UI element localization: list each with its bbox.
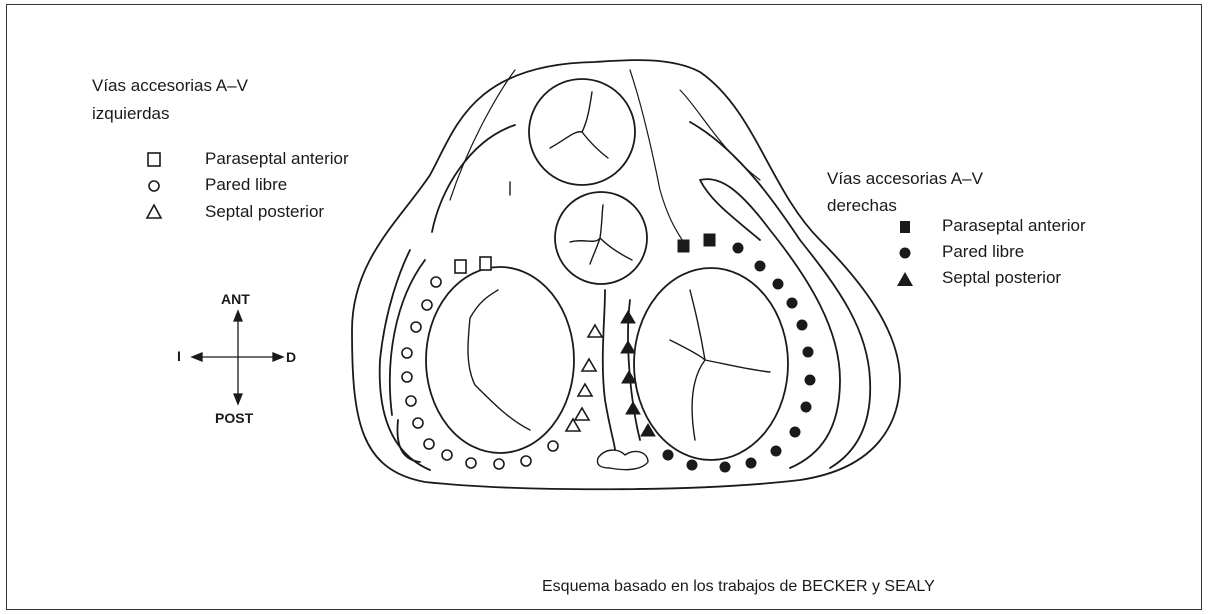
mitral-valve: [426, 267, 574, 453]
right-free-wall-marker: [733, 243, 743, 253]
right-septal-posterior-marker: [621, 311, 635, 323]
right-septal-posterior-marker: [621, 341, 635, 353]
left-free-wall-marker: [424, 439, 434, 449]
right-free-wall-marker: [790, 427, 800, 437]
left-free-wall-marker: [413, 418, 423, 428]
heart-inner-outline: [380, 122, 871, 470]
right-free-wall-marker: [787, 298, 797, 308]
right-free-wall-marker: [720, 462, 730, 472]
figure-caption: Esquema basado en los trabajos de BECKER…: [542, 577, 935, 597]
right-paraseptal-anterior-marker: [678, 240, 689, 252]
left-free-wall-marker: [402, 348, 412, 358]
right-free-wall-marker: [663, 450, 673, 460]
right-free-wall-marker: [803, 347, 813, 357]
right-free-wall-marker: [687, 460, 697, 470]
aortic-valve: [555, 192, 647, 284]
left-paraseptal-anterior-marker: [455, 260, 466, 273]
right-free-wall-marker: [801, 402, 811, 412]
right-free-wall-marker: [797, 320, 807, 330]
left-septal-posterior-marker: [575, 408, 589, 420]
left-septal-posterior-marker: [588, 325, 602, 337]
right-septal-posterior-marker: [626, 402, 640, 414]
right-free-wall-marker: [773, 279, 783, 289]
right-paraseptal-anterior-marker: [704, 234, 715, 246]
left-paraseptal-anterior-marker: [480, 257, 491, 270]
left-free-wall-marker: [494, 459, 504, 469]
left-free-wall-marker: [411, 322, 421, 332]
left-free-wall-marker: [406, 396, 416, 406]
tricuspid-valve: [634, 268, 788, 460]
left-free-wall-marker: [466, 458, 476, 468]
right-free-wall-marker: [805, 375, 815, 385]
left-septal-posterior-marker: [582, 359, 596, 371]
right-free-wall-marker: [746, 458, 756, 468]
left-ventricle-wall: [390, 260, 425, 462]
left-free-wall-marker: [442, 450, 452, 460]
left-free-wall-marker: [548, 441, 558, 451]
left-free-wall-marker: [521, 456, 531, 466]
left-free-wall-marker: [422, 300, 432, 310]
left-free-wall-marker: [402, 372, 412, 382]
right-free-wall-marker: [771, 446, 781, 456]
right-free-wall-marker: [755, 261, 765, 271]
left-septal-posterior-marker: [578, 384, 592, 396]
heart-outer-outline: [352, 60, 900, 489]
left-free-wall-marker: [431, 277, 441, 287]
